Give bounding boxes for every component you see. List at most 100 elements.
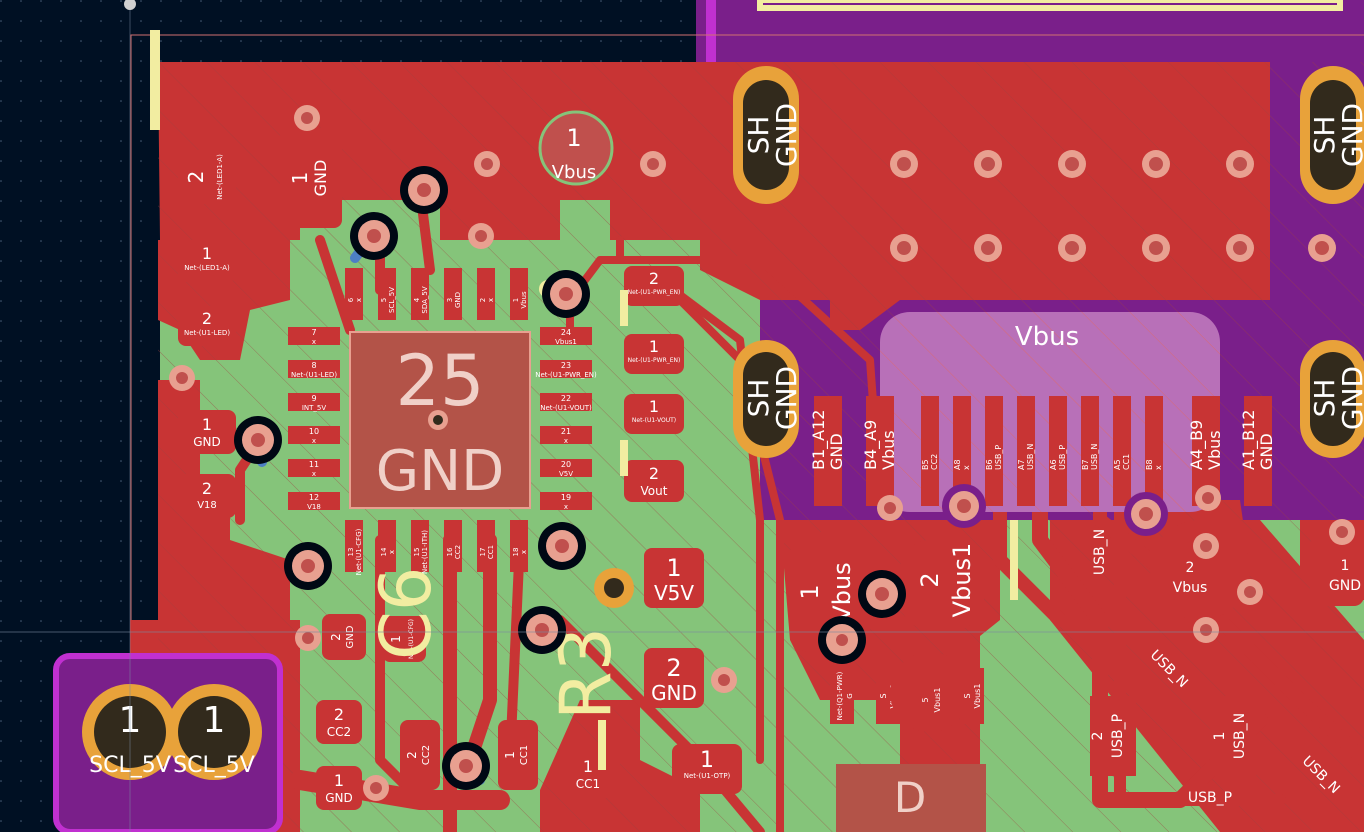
ic-pin-19[interactable]: 19x bbox=[540, 492, 592, 511]
pad-num: 1 bbox=[649, 397, 659, 416]
pad-num: 2 bbox=[202, 309, 212, 328]
shield-pad-right-top[interactable]: SH GND bbox=[1300, 66, 1364, 204]
via bbox=[295, 625, 321, 651]
pad-net: CC1 bbox=[519, 745, 530, 765]
ic-pin-num: 9 bbox=[311, 394, 316, 403]
diode-pad-left[interactable]: 2 USB_P bbox=[1090, 696, 1136, 776]
ic-pin-net: x bbox=[312, 437, 316, 445]
gnd-right-pad[interactable]: 1 GND bbox=[1310, 536, 1364, 606]
shield-pad-right-bottom[interactable]: SH GND bbox=[1300, 340, 1364, 458]
ic-pin-10[interactable]: 10x bbox=[288, 426, 340, 445]
diode-pad-right[interactable]: 1 USB_N bbox=[1210, 696, 1256, 776]
shield-label-rb-2: GND bbox=[1336, 366, 1364, 430]
ic-pin-num: 6 bbox=[347, 297, 355, 302]
pad-num: 2 bbox=[202, 479, 212, 498]
shield-pad-left-top[interactable]: SH GND bbox=[733, 66, 803, 204]
fet-s-pin: S bbox=[879, 693, 888, 698]
silk-ref-c6: C6 bbox=[365, 567, 447, 660]
ic-pin-7[interactable]: 7x bbox=[288, 327, 340, 346]
board-outline bbox=[130, 34, 1364, 832]
ic-pin-net: CC1 bbox=[487, 545, 495, 559]
ic-pin-num: 11 bbox=[309, 460, 319, 469]
shield-pad-left-bottom[interactable]: SH GND bbox=[733, 340, 803, 458]
via bbox=[474, 151, 500, 177]
via bbox=[442, 742, 490, 790]
pad-num: 1 bbox=[503, 751, 517, 759]
cursor-marker bbox=[124, 0, 136, 10]
ic-pin-21[interactable]: 21x bbox=[540, 426, 592, 445]
ic-u1[interactable]: 25 GND bbox=[349, 331, 531, 509]
usb-pin-net: CC1 bbox=[1122, 454, 1131, 470]
via bbox=[829, 627, 855, 653]
vbus-tvs-pad[interactable]: 2 Vbus bbox=[1150, 520, 1250, 620]
ic-center-number: 25 bbox=[395, 340, 484, 422]
header-pin-right[interactable]: 1 SCL_5V bbox=[166, 684, 262, 780]
via bbox=[974, 234, 1002, 262]
pad-net: CC2 bbox=[421, 745, 432, 765]
via bbox=[363, 775, 389, 801]
usb-pin-net: x bbox=[1154, 465, 1163, 470]
ic-pin-num: 8 bbox=[311, 361, 316, 370]
ic-pin-net: x bbox=[564, 503, 568, 511]
ic-pin-net: V18 bbox=[307, 503, 321, 511]
usb-pin-num: B5 bbox=[921, 459, 930, 470]
ic-pin-num: 24 bbox=[561, 328, 571, 337]
usb-p-trace-label: USB_P bbox=[1188, 790, 1232, 806]
ic-pin-11[interactable]: 11x bbox=[288, 459, 340, 478]
